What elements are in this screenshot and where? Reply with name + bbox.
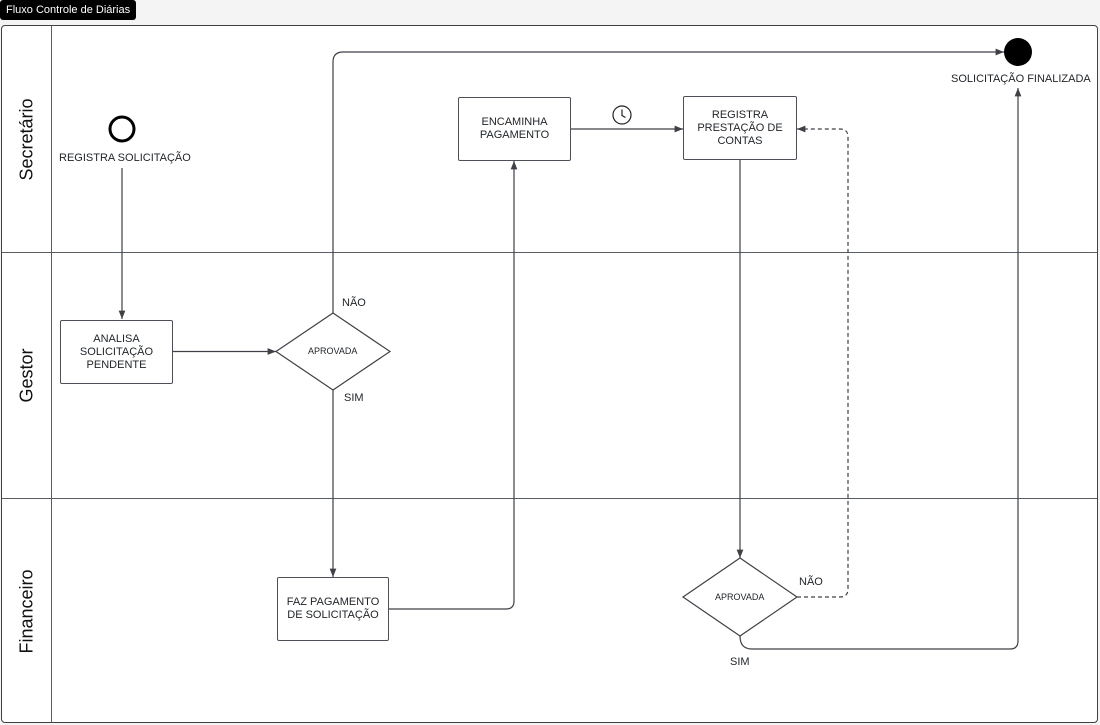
gateway-gestor-nao-label: NÃO bbox=[342, 297, 366, 309]
task-faz-pagamento[interactable]: FAZ PAGAMENTO DE SOLICITAÇÃO bbox=[277, 577, 389, 641]
flow-gateway-nao-to-end bbox=[332, 48, 1004, 313]
clock-icon bbox=[612, 105, 632, 125]
end-event-label: SOLICITAÇÃO FINALIZADA bbox=[951, 73, 1091, 85]
end-event bbox=[1004, 38, 1032, 66]
gateway-gestor-label: APROVADA bbox=[308, 346, 358, 356]
gateway-financeiro-aprovada bbox=[681, 557, 799, 637]
start-event-label: REGISTRA SOLICITAÇÃO bbox=[59, 152, 191, 164]
task-analisa-solicitacao[interactable]: ANALISA SOLICITAÇÃO PENDENTE bbox=[60, 320, 173, 384]
page-title: Fluxo Controle de Diárias bbox=[0, 0, 137, 20]
gateway-financeiro-label: APROVADA bbox=[715, 592, 765, 602]
lane-header-divider bbox=[51, 26, 52, 722]
gateway-gestor-aprovada bbox=[274, 312, 392, 391]
task-encaminha-pagamento[interactable]: ENCAMINHA PAGAMENTO bbox=[458, 97, 571, 161]
flow-gateway-sim-to-end bbox=[739, 88, 1022, 650]
start-event bbox=[108, 115, 136, 143]
flow-gateway-nao-to-registra bbox=[797, 125, 849, 598]
gateway-financeiro-nao-label: NÃO bbox=[799, 576, 823, 588]
gateway-gestor-sim-label: SIM bbox=[344, 392, 364, 404]
lane-divider bbox=[2, 498, 1097, 499]
task-registra-prestacao[interactable]: REGISTRA PRESTAÇÃO DE CONTAS bbox=[683, 96, 797, 160]
gateway-financeiro-sim-label: SIM bbox=[730, 656, 750, 668]
flow-pagamento-to-encaminha bbox=[389, 161, 518, 610]
lane-divider bbox=[2, 252, 1097, 253]
